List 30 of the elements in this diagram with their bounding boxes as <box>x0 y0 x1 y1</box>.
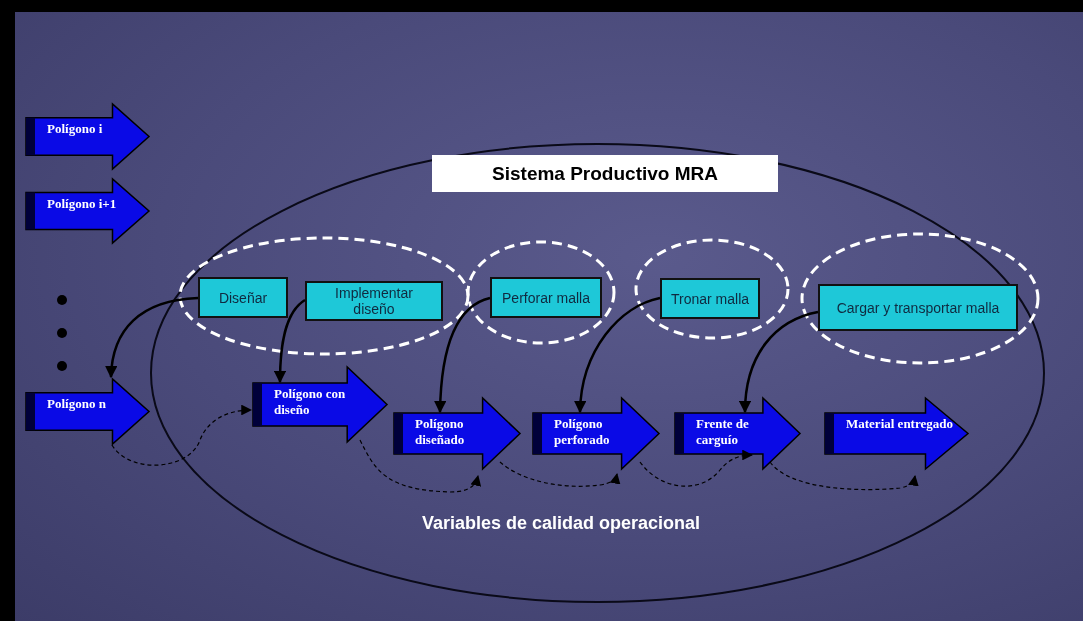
arrow-label: Polígono n <box>47 395 106 412</box>
arrow-label: Polígono con diseño <box>274 385 347 418</box>
caption-label: Variables de calidad operacional <box>422 513 701 534</box>
process-box: Perforar malla <box>490 277 602 318</box>
dashed-arrow <box>639 449 754 487</box>
curved-arrow <box>434 296 491 414</box>
dashed-arrow <box>359 439 481 493</box>
dashed-ellipse <box>466 240 616 345</box>
dashed-arrow <box>111 404 253 466</box>
curved-arrow <box>574 296 661 414</box>
process-box: Tronar malla <box>660 278 760 319</box>
arrow-label: Frente de carguío <box>696 416 750 449</box>
arrow-label: Polígono diseñado <box>415 416 466 449</box>
dashed-ellipse <box>178 236 470 356</box>
process-box: Cargar y transportar malla <box>818 284 1018 331</box>
arrow-label: Polígono i <box>47 120 103 137</box>
dashed-arrow <box>499 461 620 487</box>
curved-arrow <box>105 296 199 379</box>
curved-arrow <box>739 310 819 414</box>
process-box: Diseñar <box>198 277 288 318</box>
process-box: Implementar diseño <box>305 281 443 321</box>
curved-arrow <box>273 299 306 384</box>
dashed-ellipse <box>800 232 1040 365</box>
title-label: Sistema Productivo MRA <box>432 155 778 192</box>
dashed-arrow <box>769 461 919 491</box>
arrow-label: Material entregado <box>846 416 953 433</box>
arrow-label: Polígono perforado <box>554 416 611 449</box>
arrow-label: Polígono i+1 <box>47 195 117 212</box>
system-ellipse <box>150 143 1045 603</box>
dashed-ellipse <box>634 238 790 340</box>
